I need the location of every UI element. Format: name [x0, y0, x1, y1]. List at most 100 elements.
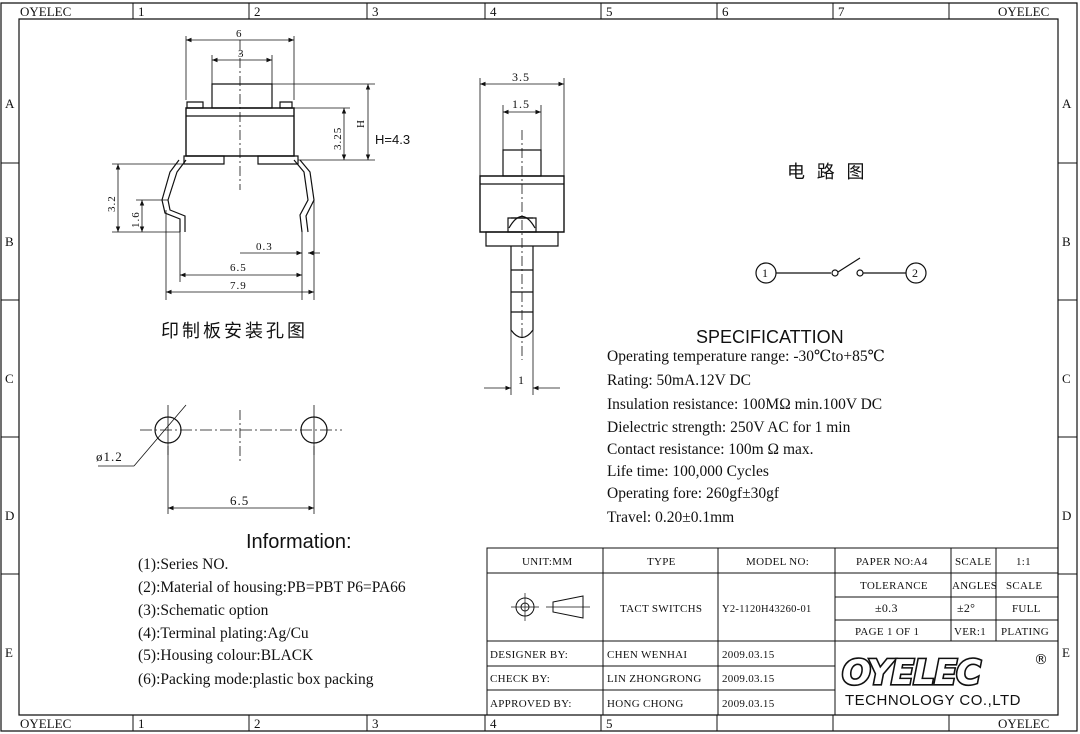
tb-model-label: MODEL NO: — [746, 556, 809, 568]
row-a-left: A — [5, 96, 15, 111]
info-line: (2):Material of housing:PB=PBT P6=PA66 — [138, 579, 406, 596]
dim-stem-3: 3 — [238, 48, 245, 60]
circuit-terminal-1: 1 — [762, 266, 769, 280]
tb-plating: PLATING — [1001, 626, 1049, 638]
tb-approver: HONG CHONG — [607, 698, 684, 710]
front-view-dimensions — [112, 36, 375, 300]
dim-lead-1-6: 1.6 — [130, 211, 142, 228]
tb-model-value: Y2-1120H43260-01 — [722, 604, 812, 615]
dim-side-1-5: 1.5 — [512, 97, 530, 111]
row-b-left: B — [5, 234, 14, 249]
spec-line: Travel: 0.20±0.1mm — [607, 509, 734, 526]
tb-scale-label: SCALE — [955, 556, 991, 568]
dim-side-3-5: 3.5 — [512, 70, 530, 84]
tb-designer: CHEN WENHAI — [607, 649, 687, 661]
frame-corner-top-right: OYELEC — [998, 4, 1049, 19]
tb-unit: UNIT:MM — [522, 556, 572, 568]
tb-paper: PAPER NO:A4 — [856, 556, 928, 568]
spec-line: Operating temperature range: -30℃to+85℃ — [607, 348, 885, 365]
col-6-top: 6 — [722, 4, 729, 19]
dim-lead-3-2: 3.2 — [106, 195, 118, 212]
title-block-grid — [487, 548, 1058, 715]
frame-corner-bottom-right: OYELEC — [998, 716, 1049, 731]
frame-corner-bottom-left: OYELEC — [20, 716, 71, 731]
tb-ver: VER:1 — [954, 626, 986, 638]
specification-block: SPECIFICATTION Operating temperature ran… — [607, 327, 885, 526]
tb-approved-label: APPROVED BY: — [490, 698, 572, 710]
tb-checker: LIN ZHONGRONG — [607, 673, 702, 685]
dim-hole-pitch: 6.5 — [230, 493, 249, 508]
col-3-top: 3 — [372, 4, 379, 19]
row-a-right: A — [1062, 96, 1072, 111]
frame-corner-top-left: OYELEC — [20, 4, 71, 19]
row-e-left: E — [5, 645, 13, 660]
tb-designer-date: 2009.03.15 — [722, 649, 775, 661]
side-view-drawing — [480, 130, 564, 360]
pcb-layout-labels: ø1.2 6.5 — [96, 449, 249, 508]
col-1-bottom: 1 — [138, 716, 145, 731]
row-c-left: C — [5, 371, 14, 386]
circuit-title: 电 路 图 — [787, 162, 867, 183]
tb-angles-label: ANGLES — [952, 580, 997, 592]
row-b-right: B — [1062, 234, 1071, 249]
col-4-top: 4 — [490, 4, 497, 19]
pcb-layout-title: 印制板安装孔图 — [161, 321, 308, 342]
row-d-left: D — [5, 508, 14, 523]
tb-approved-date: 2009.03.15 — [722, 698, 775, 710]
col-3-bottom: 3 — [372, 716, 379, 731]
dim-hole-dia: ø1.2 — [96, 449, 123, 464]
col-7-top: 7 — [838, 4, 845, 19]
tb-designer-label: DESIGNER BY: — [490, 649, 568, 661]
col-4-bottom: 4 — [490, 716, 497, 731]
information-title: Information: — [246, 531, 352, 553]
spec-line: Dielectric strength: 250V AC for 1 min — [607, 419, 851, 436]
col-5-top: 5 — [606, 4, 613, 19]
tb-type-value: TACT SWITCHS — [620, 603, 702, 615]
spec-line: Operating fore: 260gf±30gf — [607, 485, 780, 502]
tb-type-label: TYPE — [647, 556, 676, 568]
col-2-bottom: 2 — [254, 716, 261, 731]
tb-tolerance-label: TOLERANCE — [860, 580, 928, 592]
col-2-top: 2 — [254, 4, 261, 19]
dim-h-letter: H — [355, 119, 367, 128]
logo-registered-mark: ® — [1034, 652, 1048, 668]
logo-wordmark: OYELEC — [842, 653, 981, 693]
frame-labels: OYELEC OYELEC OYELEC OYELEC 1 2 3 4 5 6 … — [5, 4, 1072, 731]
row-d-right: D — [1062, 508, 1071, 523]
dim-lead-0-3: 0.3 — [256, 241, 273, 253]
front-view-drawing — [162, 40, 314, 232]
company-name: TECHNOLOGY CO.,LTD — [845, 692, 1021, 709]
height-note: H=4.3 — [375, 132, 410, 147]
tb-page: PAGE 1 OF 1 — [855, 626, 919, 638]
specification-title: SPECIFICATTION — [696, 327, 844, 347]
side-view-labels: 3.5 1.5 1 — [512, 70, 530, 387]
tb-check-date: 2009.03.15 — [722, 673, 775, 685]
row-e-right: E — [1062, 645, 1070, 660]
col-1-top: 1 — [138, 4, 145, 19]
info-line: (3):Schematic option — [138, 602, 269, 619]
circuit-symbol — [756, 258, 926, 283]
tb-full: FULL — [1012, 603, 1041, 615]
front-view-labels: 6 3 3.25 H H=4.3 3.2 1.6 0.3 6.5 7.9 — [106, 28, 410, 292]
side-view-dimensions — [480, 78, 564, 395]
pcb-layout-drawing — [98, 405, 342, 514]
info-line: (6):Packing mode:plastic box packing — [138, 671, 374, 688]
tb-scale-label-2: SCALE — [1006, 580, 1042, 592]
dim-pin-1: 1 — [518, 373, 525, 387]
tb-scale-value: 1:1 — [1016, 556, 1031, 568]
info-line: (5):Housing colour:BLACK — [138, 647, 314, 664]
projection-symbol-icon — [511, 593, 590, 621]
spec-line: Contact resistance: 100m Ω max. — [607, 441, 814, 458]
company-logo: OYELEC ® — [840, 651, 1048, 694]
dim-pitch-6-5: 6.5 — [230, 262, 247, 274]
spec-line: Life time: 100,000 Cycles — [607, 463, 769, 480]
information-block: Information: (1):Series NO. (2):Material… — [138, 531, 406, 688]
dim-body-3-25: 3.25 — [332, 127, 344, 150]
info-line: (1):Series NO. — [138, 556, 228, 573]
spec-line: Rating: 50mA.12V DC — [607, 372, 751, 389]
tb-angle-value: ±2° — [957, 601, 975, 615]
dim-overall-7-9: 7.9 — [230, 280, 247, 292]
circuit-terminal-2: 2 — [912, 266, 919, 280]
col-5-bottom: 5 — [606, 716, 613, 731]
